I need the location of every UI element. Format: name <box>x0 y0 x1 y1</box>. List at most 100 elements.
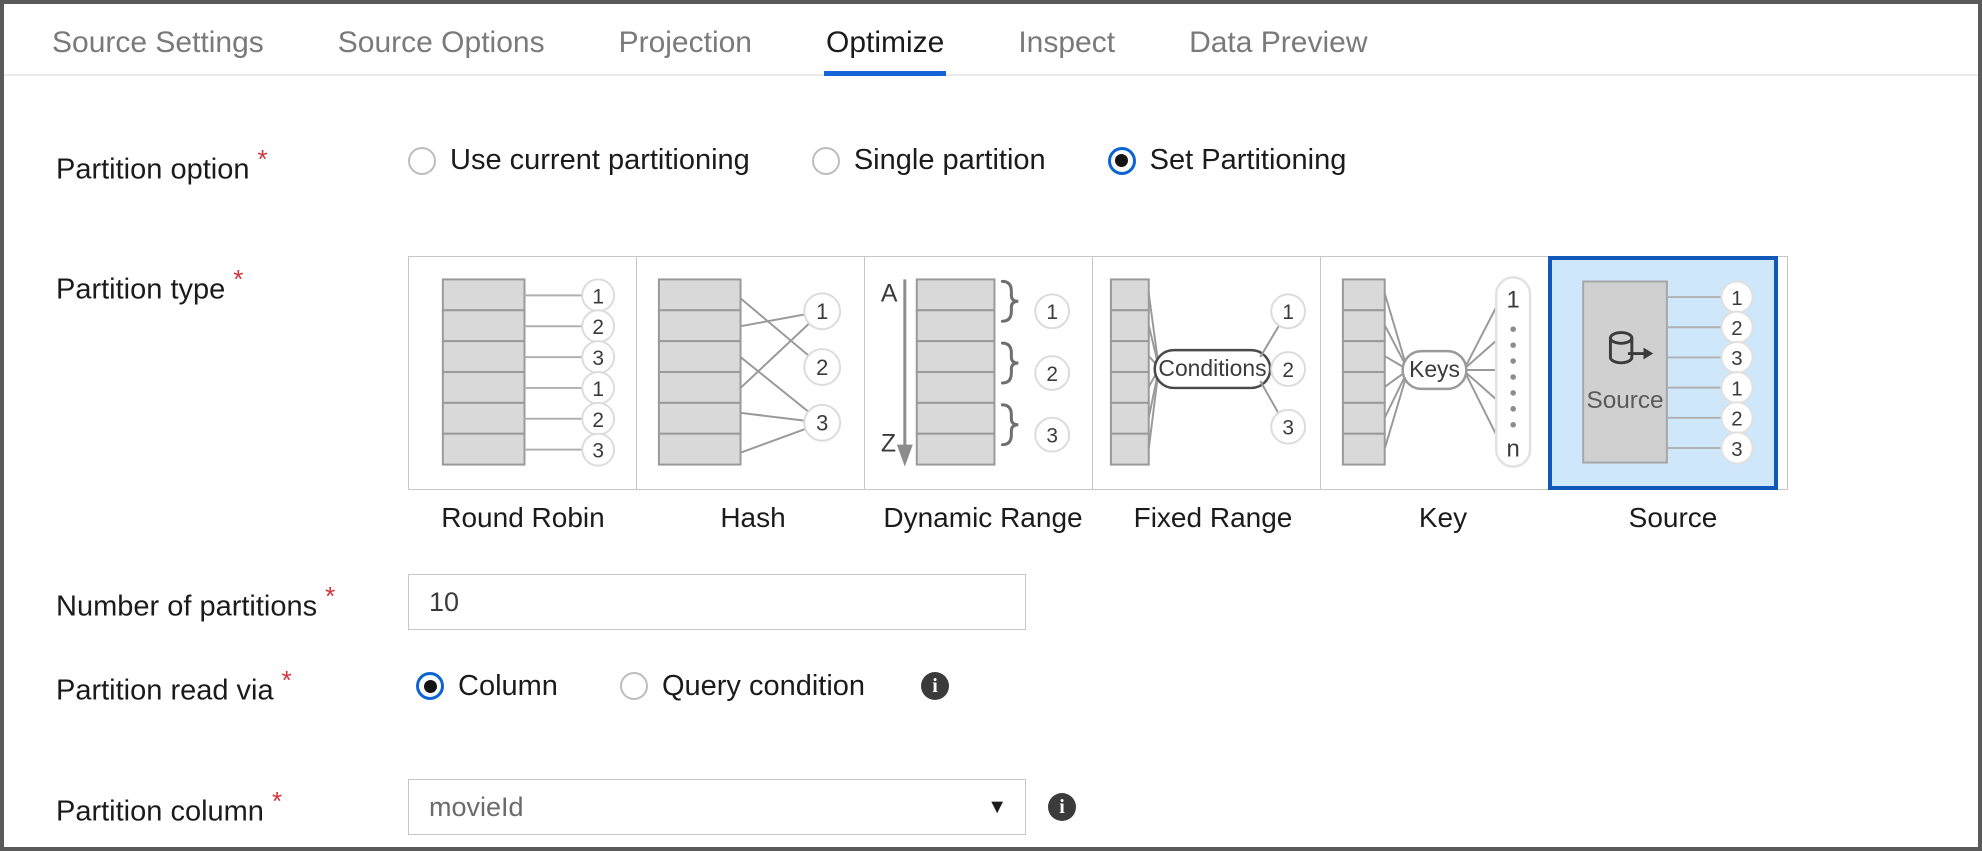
svg-text:3: 3 <box>1282 417 1294 440</box>
partition-type-labels: Round Robin Hash Dynamic Range Fixed Ran… <box>408 502 1788 534</box>
partition-option-radio-group: Use current partitioning Single partitio… <box>408 146 1408 175</box>
svg-text:1: 1 <box>1046 301 1058 324</box>
key-diagram-icon: Keys 1 <box>1341 276 1532 468</box>
radio-circle-selected-icon <box>416 672 444 701</box>
tab-projection[interactable]: Projection <box>619 28 752 74</box>
hash-diagram-icon: 123 <box>657 278 842 466</box>
partition-card-label-key: Key <box>1418 502 1468 533</box>
tab-label: Data Preview <box>1189 26 1368 59</box>
svg-text:1: 1 <box>1731 287 1742 310</box>
fixed-range-diagram-icon: Conditions 1 2 3 <box>1109 278 1307 466</box>
tab-bar: Source Settings Source Options Projectio… <box>4 4 1978 76</box>
radio-column[interactable]: Column <box>416 669 558 702</box>
partition-card-label-source: Source <box>1628 502 1718 533</box>
radio-circle-icon <box>811 146 840 175</box>
required-asterisk: * <box>233 264 244 294</box>
source-diagram-icon: Source <box>1582 280 1754 465</box>
radio-use-current-partitioning[interactable]: Use current partitioning <box>408 146 750 175</box>
svg-text:3: 3 <box>592 347 604 370</box>
partition-card-key[interactable]: Keys 1 <box>1321 257 1549 489</box>
tab-label: Source Settings <box>52 26 264 59</box>
range-end-glyph: Z <box>881 430 896 458</box>
info-icon[interactable]: i <box>921 672 950 701</box>
radio-single-partition[interactable]: Single partition <box>811 144 1046 176</box>
svg-text:2: 2 <box>816 355 828 380</box>
tab-inspect[interactable]: Inspect <box>1018 28 1115 74</box>
svg-text:1: 1 <box>1282 301 1294 324</box>
required-asterisk: * <box>325 580 336 611</box>
tab-data-preview[interactable]: Data Preview <box>1189 28 1367 74</box>
partition-card-label-round-robin: Round Robin <box>441 502 605 533</box>
tab-optimize[interactable]: Optimize <box>823 26 947 76</box>
partition-type-label: Partition type* <box>4 256 408 305</box>
select-value: movieId <box>429 791 524 822</box>
svg-text:2: 2 <box>1046 363 1058 386</box>
partition-option-label: Partition option* <box>4 146 408 185</box>
chevron-down-icon: ▼ <box>987 796 1007 818</box>
partition-column-controls: movieId ▼ i <box>408 779 1076 835</box>
label-text: Number of partitions <box>56 590 318 623</box>
partition-card-round-robin[interactable]: 1 2 3 1 2 3 <box>409 257 637 489</box>
partition-card-label-hash: Hash <box>720 502 786 533</box>
partition-option-row: Partition option* Use current partitioni… <box>4 146 1978 185</box>
number-of-partitions-label: Number of partitions* <box>4 583 408 622</box>
svg-text:2: 2 <box>1731 317 1742 340</box>
partition-column-select[interactable]: movieId ▼ <box>408 779 1026 835</box>
partition-type-row: Partition type* <box>4 256 1978 534</box>
svg-text:1: 1 <box>1731 377 1742 400</box>
source-node-label: Source <box>1586 387 1663 414</box>
optimize-panel: Source Settings Source Options Projectio… <box>4 4 1978 847</box>
conditions-node-label: Conditions <box>1158 355 1266 381</box>
radio-circle-icon <box>619 672 648 701</box>
radio-query-condition[interactable]: Query condition <box>619 671 865 701</box>
partition-type-card-strip: 1 2 3 1 2 3 <box>408 256 1788 490</box>
svg-text:1: 1 <box>592 285 604 308</box>
partition-card-dynamic-range[interactable]: A Z <box>865 257 1093 489</box>
partition-read-via-row: Partition read via* Column Query conditi… <box>4 667 1978 706</box>
key-range-end: n <box>1507 436 1520 463</box>
svg-text:1: 1 <box>816 299 828 324</box>
svg-text:1: 1 <box>592 378 604 401</box>
radio-label: Use current partitioning <box>450 144 750 176</box>
label-text: Partition read via <box>56 674 274 707</box>
radio-label: Set Partitioning <box>1149 144 1347 176</box>
tab-label: Projection <box>618 26 752 59</box>
partition-column-row: Partition column* movieId ▼ i <box>4 779 1978 835</box>
radio-label: Single partition <box>853 144 1046 176</box>
radio-set-partitioning[interactable]: Set Partitioning <box>1107 144 1347 176</box>
tab-source-options[interactable]: Source Options <box>338 28 545 74</box>
number-of-partitions-input[interactable]: 10 <box>408 574 1026 630</box>
info-icon[interactable]: i <box>1048 793 1076 821</box>
range-start-glyph: A <box>881 279 898 307</box>
tab-source-settings[interactable]: Source Settings <box>52 28 264 74</box>
svg-text:2: 2 <box>1731 408 1742 431</box>
required-asterisk: * <box>271 785 283 816</box>
input-value: 10 <box>429 586 460 617</box>
partition-column-label: Partition column* <box>4 788 408 827</box>
tab-label: Inspect <box>1018 26 1116 59</box>
database-export-icon <box>1608 331 1654 365</box>
partition-card-label-dynamic-range: Dynamic Range <box>883 502 1083 533</box>
svg-text:3: 3 <box>1046 425 1058 448</box>
label-text: Partition option <box>56 153 250 186</box>
partition-read-via-controls: Column Query condition i <box>408 669 950 702</box>
label-text: Partition column <box>56 795 264 828</box>
dynamic-range-diagram-icon: A Z <box>881 278 1071 467</box>
tab-label: Optimize <box>825 26 945 59</box>
svg-text:2: 2 <box>592 409 604 432</box>
keys-node-label: Keys <box>1409 356 1460 382</box>
required-asterisk: * <box>257 144 268 174</box>
partition-card-fixed-range[interactable]: Conditions 1 2 3 <box>1093 257 1321 489</box>
svg-text:3: 3 <box>1731 438 1742 461</box>
partition-read-via-label: Partition read via* <box>4 667 408 706</box>
partition-card-label-fixed-range: Fixed Range <box>1133 502 1293 533</box>
number-of-partitions-row: Number of partitions* 10 <box>4 574 1978 630</box>
partition-card-source[interactable]: Source <box>1549 257 1777 489</box>
key-range-start: 1 <box>1507 286 1520 313</box>
radio-label: Column <box>458 669 558 702</box>
svg-text:2: 2 <box>1282 359 1294 382</box>
tab-label: Source Options <box>337 26 545 59</box>
svg-text:3: 3 <box>592 440 604 463</box>
svg-text:2: 2 <box>592 316 604 339</box>
